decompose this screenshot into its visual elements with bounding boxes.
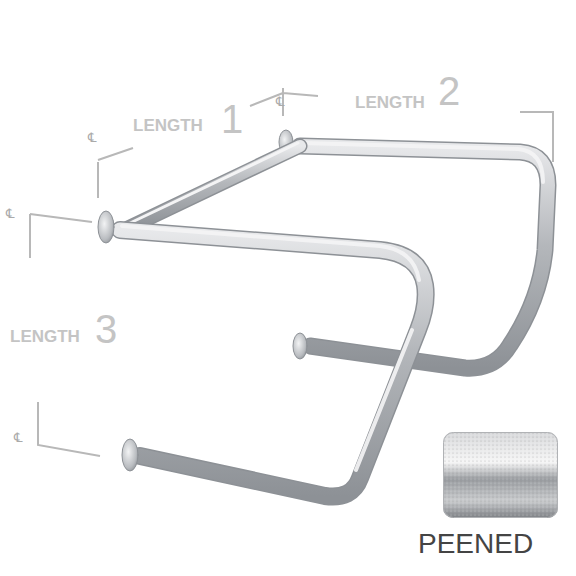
dimension-lines: [30, 88, 553, 456]
dimension-number: 2: [438, 71, 460, 111]
dimension-label: LENGTH: [355, 94, 425, 111]
centerline-symbol: ℄: [14, 431, 22, 444]
front-frame: [98, 211, 426, 497]
peened-swatch: [443, 432, 558, 518]
finish-label: PEENED: [418, 530, 533, 558]
dimension-number: 1: [221, 99, 243, 139]
dimension-number: 3: [95, 309, 117, 349]
centerline-symbol: ℄: [6, 207, 14, 220]
dimension-label: LENGTH: [133, 117, 203, 134]
centerline-symbol: ℄: [276, 95, 284, 108]
cross-bar: [128, 143, 300, 228]
dimension-label: LENGTH: [10, 328, 80, 345]
centerline-symbol: ℄: [88, 131, 96, 144]
